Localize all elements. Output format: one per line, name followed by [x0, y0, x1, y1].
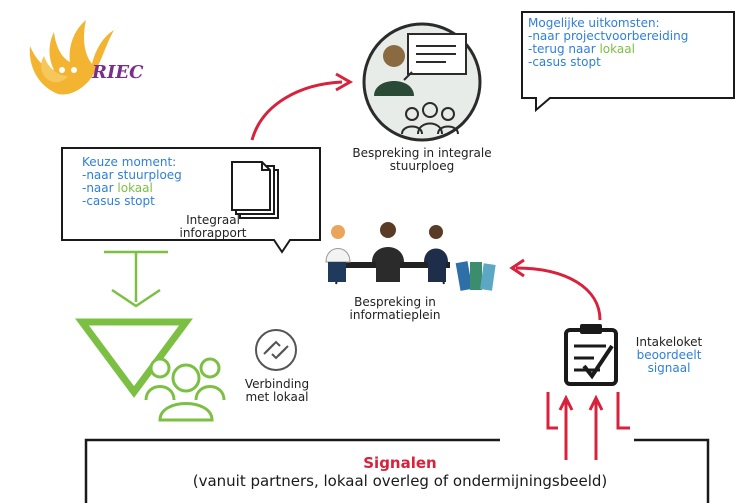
signalen-subtitle: (vanuit partners, lokaal overleg of onde…	[192, 472, 608, 490]
intakeloket-label: Intakeloket beoordeelt signaal	[624, 336, 714, 375]
riec-logo: RIEC	[8, 8, 148, 100]
infoplein-line-2: informatieplein	[349, 308, 441, 322]
choice-title: Keuze moment:	[82, 155, 177, 169]
verbinding-line-1: Verbinding	[244, 377, 310, 391]
intakeloket-line-3: signaal	[647, 361, 691, 375]
signalen-box-frame	[84, 438, 500, 503]
outcomes-box: Mogelijke uitkomsten: -naar projectvoorb…	[528, 17, 732, 69]
people-group-icon	[144, 357, 226, 422]
integraal-label: Integraal inforapport	[158, 214, 268, 240]
green-arrow-down	[104, 250, 168, 308]
connection-icon	[255, 329, 297, 371]
choice-item-2-highlight: lokaal	[117, 181, 153, 195]
choice-box: Keuze moment: -naar stuurploeg -naar lok…	[82, 156, 232, 208]
outcomes-item-2-highlight: lokaal	[599, 42, 635, 56]
outcomes-item-2-prefix: -terug naar	[528, 42, 600, 56]
intakeloket-line-1: Intakeloket	[635, 335, 703, 349]
logo-text: RIEC	[92, 62, 144, 83]
signalen-title: Signalen	[363, 454, 437, 472]
choice-item-2-prefix: -naar	[82, 181, 118, 195]
outcomes-item-3: -casus stopt	[528, 55, 601, 69]
choice-item-2: -naar lokaal	[82, 182, 232, 195]
outcomes-title: Mogelijke uitkomsten:	[528, 16, 660, 30]
owl-logo-icon	[29, 20, 114, 95]
arrow-to-infoplein	[515, 266, 602, 321]
green-funnel	[75, 318, 193, 398]
outcomes-box-frame	[521, 11, 735, 113]
infoplein-label: Bespreking in informatieplein	[320, 296, 470, 322]
outcomes-item-2: -terug naar lokaal	[528, 43, 732, 56]
integraal-line-2: inforapport	[179, 226, 247, 240]
intakeloket-line-2: beoordeelt	[636, 348, 702, 362]
presenter-icon	[362, 22, 482, 142]
clipboard-icon	[564, 324, 618, 386]
arrow-to-stuurploeg	[250, 80, 343, 141]
stuurploeg-line-2: stuurploeg	[389, 159, 455, 173]
infoplein-line-1: Bespreking in	[354, 295, 436, 309]
signal-up-arrows	[546, 392, 630, 460]
document-stack-icon	[231, 161, 279, 219]
meeting-people-icon	[325, 222, 496, 291]
verbinding-label: Verbinding met lokaal	[232, 378, 322, 404]
integraal-line-1: Integraal	[186, 213, 240, 227]
outcomes-item-1: -naar projectvoorbereiding	[528, 29, 689, 43]
choice-item-1: -naar stuurploeg	[82, 168, 182, 182]
choice-item-3: -casus stopt	[82, 194, 155, 208]
verbinding-line-2: met lokaal	[245, 390, 309, 404]
stuurploeg-line-1: Bespreking in integrale	[352, 146, 492, 160]
stuurploeg-label: Bespreking in integrale stuurploeg	[332, 147, 512, 173]
